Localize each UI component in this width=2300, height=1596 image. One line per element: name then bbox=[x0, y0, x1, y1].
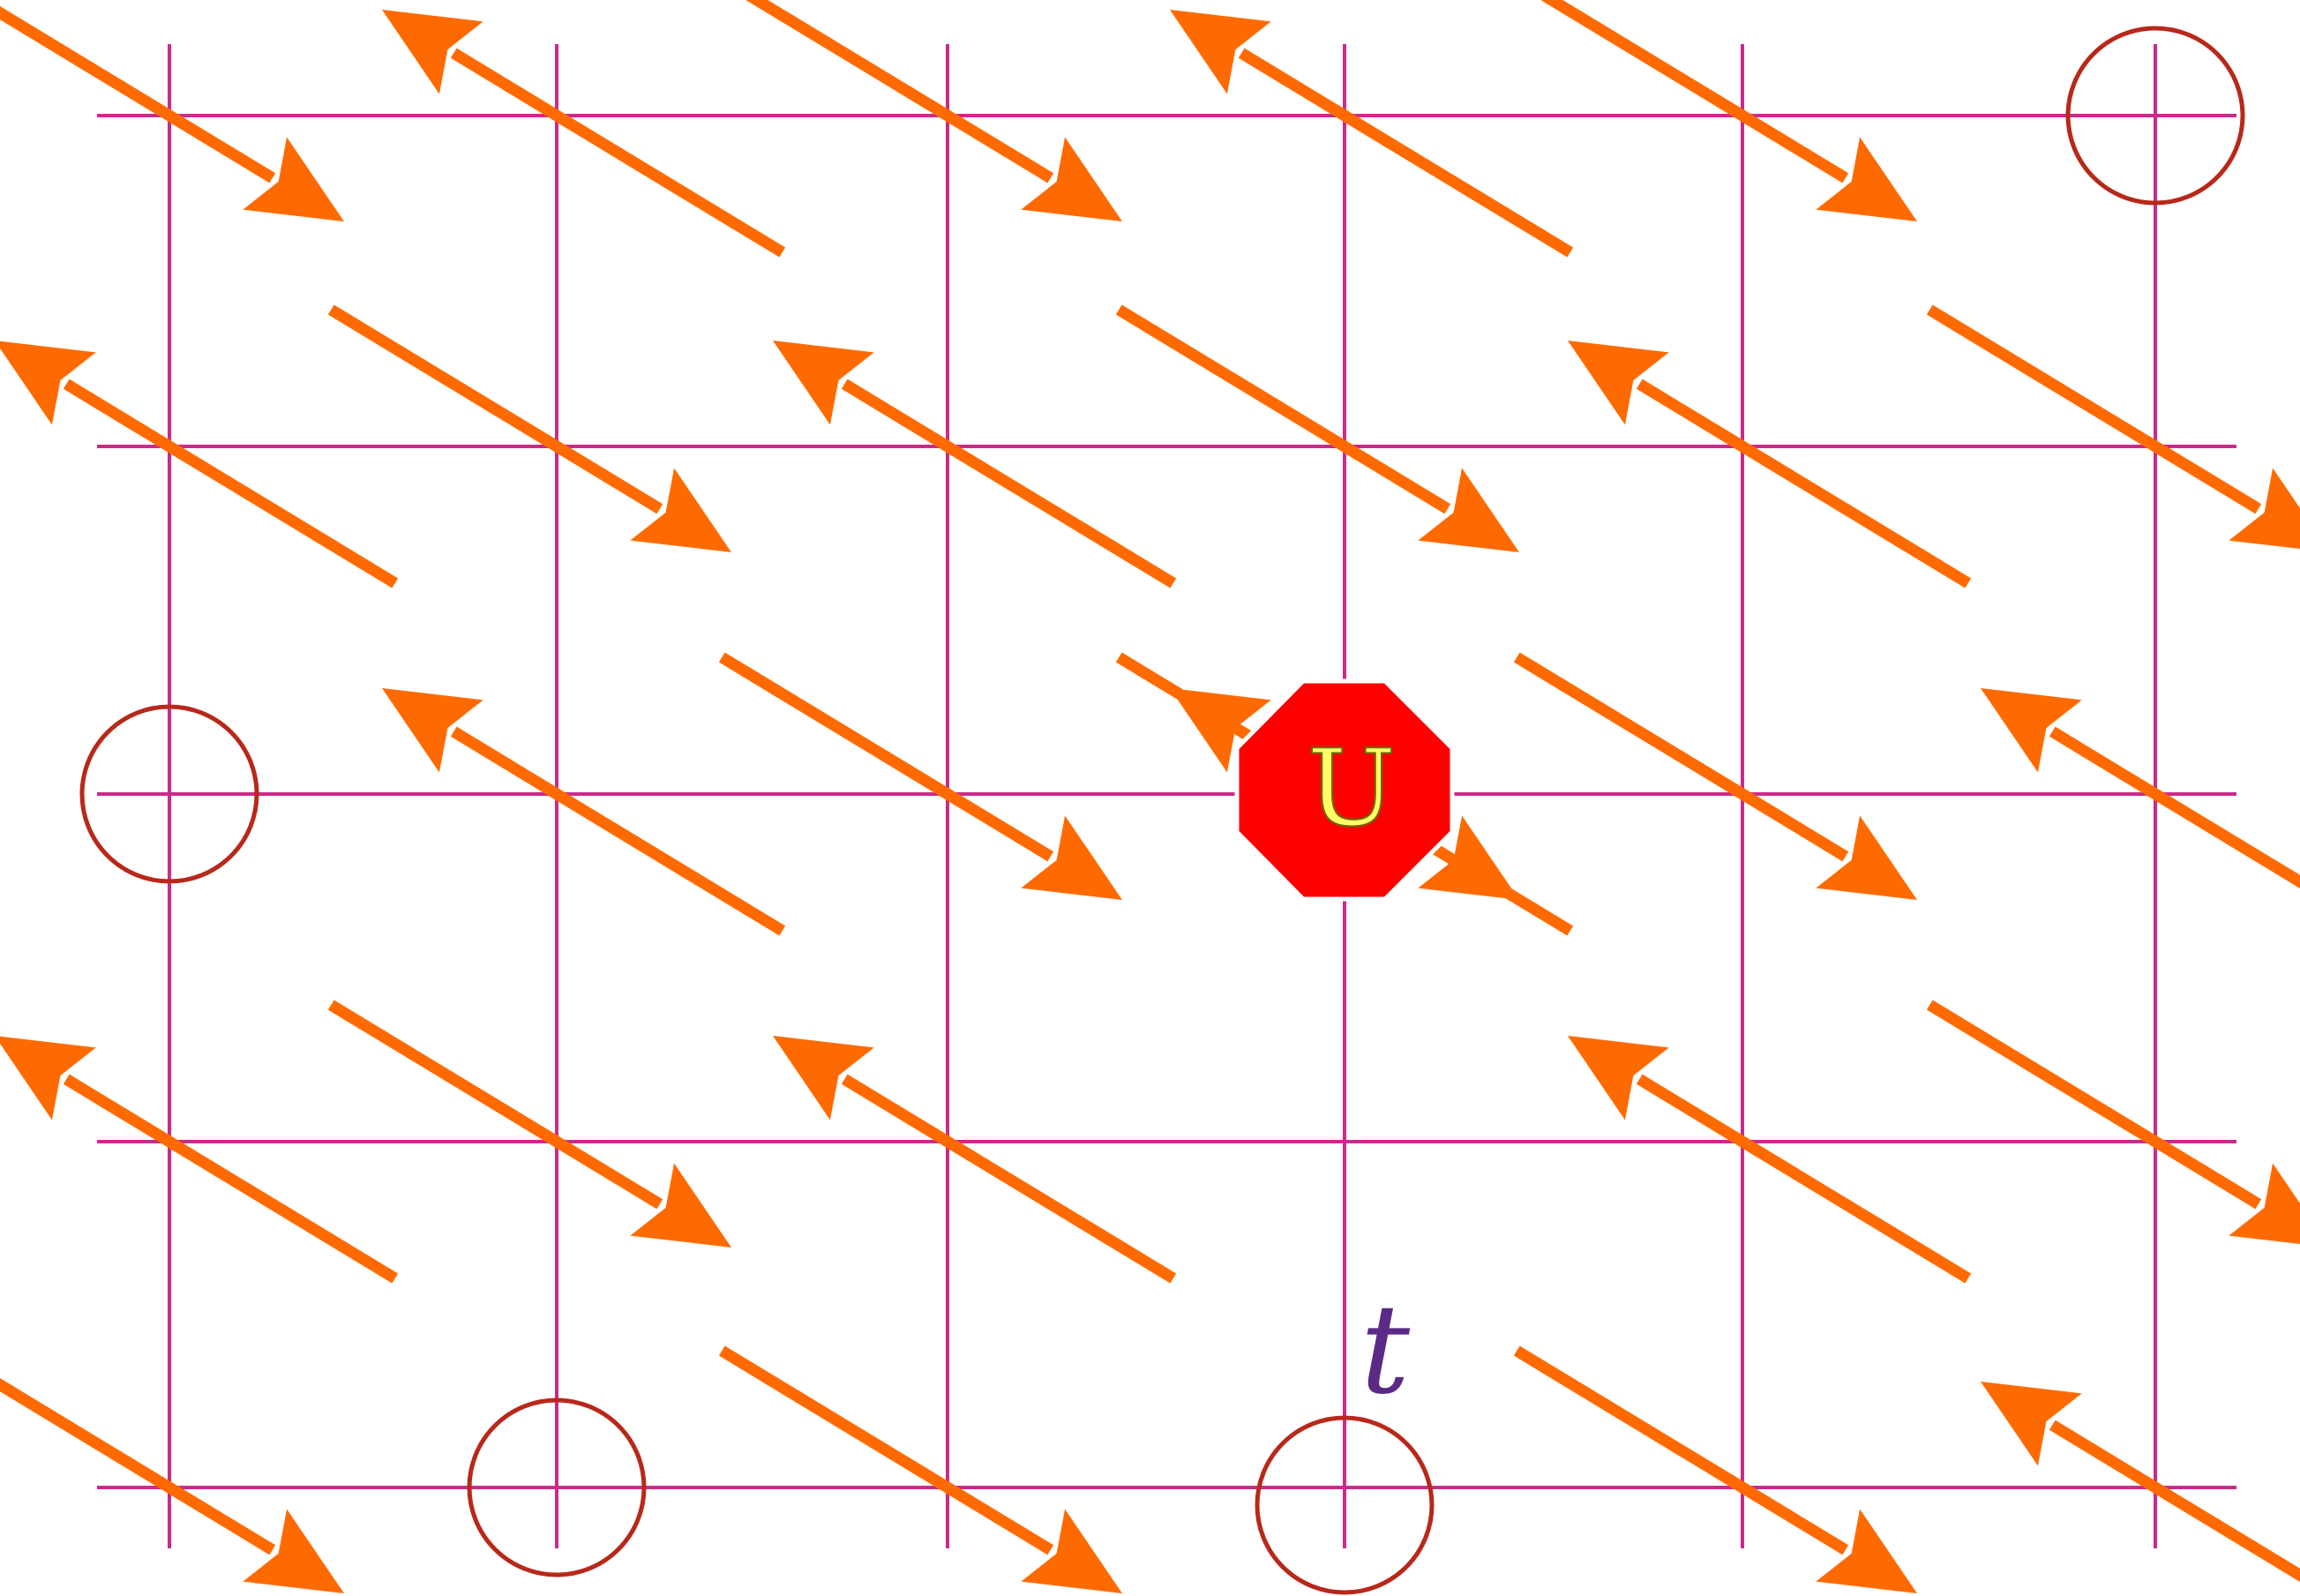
onsite-interaction: U bbox=[1234, 678, 1455, 902]
stop-sign-icon bbox=[1234, 678, 1455, 902]
arrow-shaft bbox=[1238, 48, 1574, 258]
spin-up-arrow bbox=[0, 341, 399, 588]
spin-down-arrow bbox=[745, 0, 1122, 221]
arrow-shaft bbox=[327, 304, 663, 514]
interaction-label: U bbox=[1307, 728, 1396, 850]
spin-down-arrow bbox=[1513, 1345, 1917, 1593]
arrow-head bbox=[1568, 341, 1669, 425]
arrow-head bbox=[382, 688, 483, 773]
arrow-head bbox=[0, 1036, 96, 1120]
arrow-shaft bbox=[1926, 304, 2262, 514]
spin-down-arrow bbox=[718, 1345, 1122, 1593]
arrow-shaft bbox=[0, 6, 276, 184]
hole-circle bbox=[2065, 26, 2245, 206]
arrow-head bbox=[1021, 137, 1122, 221]
arrow-shaft bbox=[0, 1378, 276, 1555]
spin-down-arrow bbox=[718, 652, 1122, 900]
arrow-shaft bbox=[1513, 652, 1849, 862]
hole-circle bbox=[1255, 1415, 1435, 1595]
spin-up-arrow bbox=[0, 1036, 399, 1284]
arrow-head bbox=[1021, 1509, 1122, 1593]
spin-up-arrow bbox=[1170, 10, 1574, 258]
arrow-shaft bbox=[450, 48, 786, 258]
spin-up-arrow bbox=[1568, 341, 1972, 588]
spin-down-arrow bbox=[0, 6, 344, 221]
arrow-head bbox=[1816, 137, 1917, 221]
arrow-head bbox=[1021, 815, 1122, 900]
arrow-head bbox=[630, 468, 731, 552]
arrow-shaft bbox=[2049, 726, 2300, 888]
spin-up-arrow bbox=[382, 688, 786, 936]
arrow-shaft bbox=[1513, 1345, 1849, 1555]
arrow-head bbox=[2229, 1163, 2300, 1245]
arrow-shaft bbox=[718, 652, 1054, 862]
arrow-head bbox=[1816, 815, 1917, 900]
arrow-shaft bbox=[718, 1345, 1054, 1555]
arrow-shaft bbox=[63, 378, 399, 588]
arrow-shaft bbox=[841, 1074, 1177, 1284]
arrow-head bbox=[1418, 468, 1519, 552]
spin-down-arrow bbox=[1926, 1000, 2300, 1245]
arrow-shaft bbox=[1540, 0, 1849, 184]
spin-down-arrow bbox=[1926, 304, 2300, 550]
lattice-grid bbox=[97, 44, 2236, 1548]
spin-down-arrow bbox=[1540, 0, 1917, 221]
spin-down-arrow bbox=[327, 1000, 731, 1248]
arrow-head bbox=[773, 341, 874, 425]
spin-up-arrow bbox=[773, 1036, 1177, 1284]
arrow-head bbox=[1568, 1036, 1669, 1120]
arrow-head bbox=[1816, 1509, 1917, 1593]
arrow-head bbox=[1981, 1382, 2082, 1466]
arrow-shaft bbox=[327, 1000, 663, 1210]
spin-up-arrow bbox=[1981, 688, 2300, 888]
arrow-shaft bbox=[450, 726, 786, 936]
hole-circle bbox=[79, 704, 259, 884]
arrow-head bbox=[1981, 688, 2082, 773]
arrow-head bbox=[0, 341, 96, 425]
arrow-head bbox=[382, 10, 483, 94]
spin-up-arrow bbox=[382, 10, 786, 258]
spin-down-arrow bbox=[1513, 652, 1917, 900]
arrow-shaft bbox=[1636, 378, 1972, 588]
arrow-shaft bbox=[63, 1074, 399, 1284]
holes bbox=[79, 26, 2245, 1595]
arrow-head bbox=[1418, 815, 1519, 900]
arrow-shaft bbox=[841, 378, 1177, 588]
arrow-shaft bbox=[745, 0, 1054, 184]
hole-circle bbox=[467, 1397, 647, 1577]
spin-down-arrow bbox=[0, 1378, 344, 1593]
arrow-head bbox=[1170, 10, 1271, 94]
arrow-shaft bbox=[2049, 1420, 2300, 1582]
spin-down-arrow bbox=[327, 304, 731, 552]
spin-up-arrow bbox=[1981, 1382, 2300, 1582]
spin-down-arrow bbox=[1115, 304, 1519, 552]
arrow-shaft bbox=[1115, 304, 1451, 514]
labels: t bbox=[1360, 1278, 1411, 1422]
arrow-head bbox=[630, 1163, 731, 1248]
spin-up-arrow bbox=[1568, 1036, 1972, 1284]
arrow-head bbox=[2229, 468, 2300, 550]
hopping-label: t bbox=[1360, 1278, 1411, 1422]
arrow-shaft bbox=[1636, 1074, 1972, 1284]
arrow-head bbox=[243, 137, 344, 221]
spin-up-arrow bbox=[773, 341, 1177, 588]
arrow-shaft bbox=[1926, 1000, 2262, 1210]
arrow-head bbox=[773, 1036, 874, 1120]
arrow-head bbox=[243, 1509, 344, 1593]
